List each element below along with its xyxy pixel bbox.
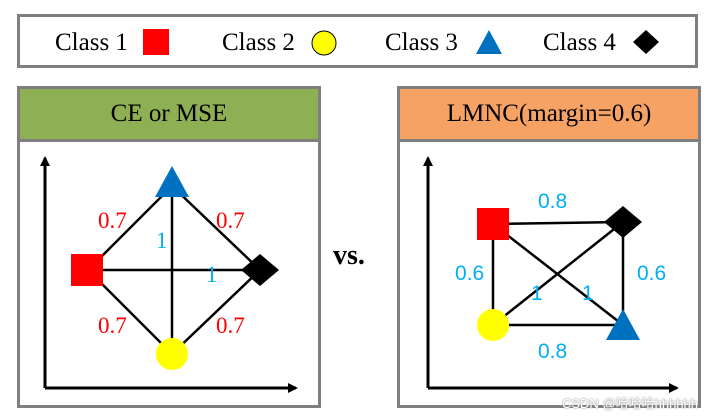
legend-label-class-3: Class 3 [385, 29, 458, 56]
legend-square-icon [143, 29, 169, 55]
left-edge-top-right [171, 185, 261, 271]
vs-label: vs. [333, 240, 365, 271]
left-label-horizontal: 1 [206, 262, 218, 287]
right-label-diag-2: 1 [582, 282, 594, 305]
left-label-bottom-right: 0.7 [216, 313, 245, 338]
right-label-left: 0.6 [455, 262, 484, 285]
legend-label-class-1: Class 1 [55, 29, 128, 56]
right-triangle-node [606, 309, 640, 340]
right-label-top: 0.8 [538, 190, 567, 213]
right-label-diag-1: 1 [531, 282, 543, 305]
left-label-top-left: 0.7 [98, 208, 127, 233]
legend-box: Class 1 Class 2 Class 3 Class 4 [17, 14, 698, 68]
right-diamond-node [604, 206, 642, 238]
right-square-node [477, 208, 509, 240]
legend-triangle-icon [476, 30, 502, 54]
right-circle-node [477, 309, 509, 341]
left-label-bottom-left: 0.7 [98, 313, 127, 338]
right-label-right: 0.6 [637, 262, 666, 285]
legend-label-class-4: Class 4 [543, 29, 616, 56]
left-label-top-right: 0.7 [216, 208, 245, 233]
left-edge-bottom-right [171, 269, 261, 355]
panel-title-lmnc: LMNC(margin=0.6) [400, 89, 698, 142]
right-edge-diag-2 [492, 221, 624, 326]
left-diamond-node [241, 254, 279, 286]
left-triangle-node [155, 166, 189, 197]
left-circle-node [156, 338, 188, 370]
legend-circle-icon [311, 30, 337, 56]
panel-lmnc: LMNC(margin=0.6) [397, 86, 701, 408]
watermark-text: CSDN @哈哈哈hhhhhh [561, 396, 698, 411]
left-label-vertical: 1 [156, 228, 168, 253]
right-edge-top [492, 220, 624, 226]
left-square-node [71, 254, 103, 286]
legend-label-class-2: Class 2 [222, 29, 295, 56]
right-label-bottom: 0.8 [538, 340, 567, 363]
panel-title-ce-mse: CE or MSE [20, 89, 318, 142]
legend-diamond-icon [633, 30, 659, 54]
